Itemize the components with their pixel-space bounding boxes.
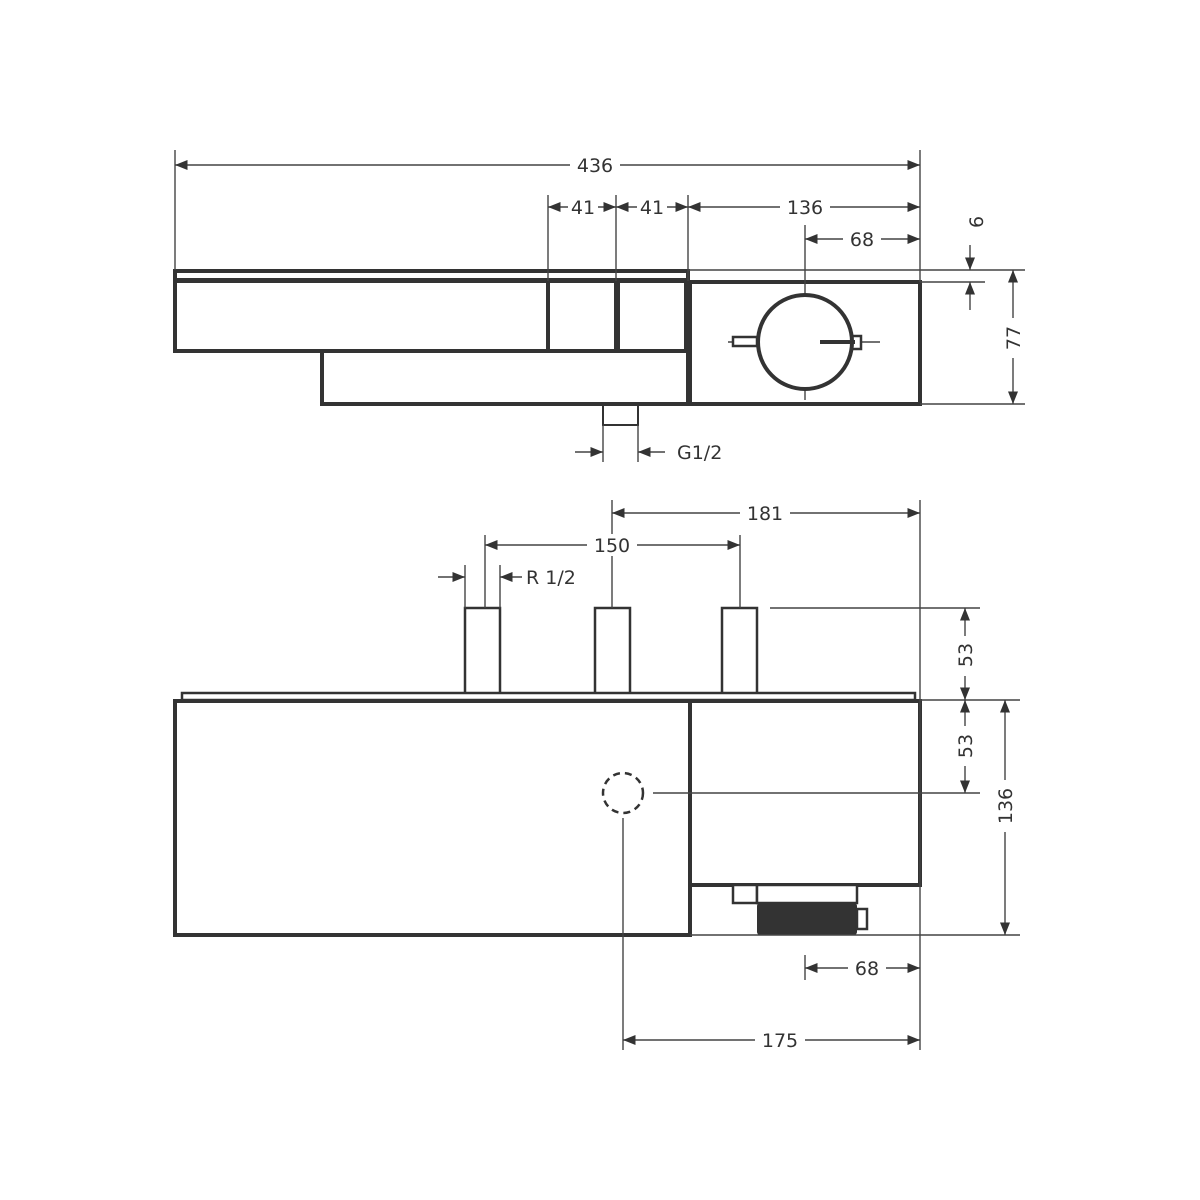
dim-circle-offset: 175 [762, 1030, 798, 1052]
dim-module-1: 41 [571, 197, 595, 219]
inlet-pipes [463, 606, 759, 696]
dim-thermostat-width: 136 [787, 197, 823, 219]
shelf-body [173, 279, 550, 353]
module-1 [546, 279, 618, 353]
dim-cover-thickness: 6 [966, 216, 988, 228]
dim-depth: 136 [995, 788, 1017, 824]
top-strip [180, 691, 917, 702]
dim-overall-width: 436 [577, 155, 613, 177]
temperature-knob [731, 883, 869, 935]
thermostat-handle [728, 225, 880, 400]
dim-handle-offset: 68 [850, 229, 874, 251]
dim-height: 77 [1003, 326, 1025, 350]
dim-outlet-offset: 181 [747, 503, 783, 525]
dim-center-height: 53 [955, 734, 977, 758]
module-2 [616, 279, 688, 353]
dim-module-2: 41 [640, 197, 664, 219]
front-view: 181 150 R 1/2 53 53 136 68 175 [173, 500, 1020, 1052]
top-view: 436 41 41 136 68 6 77 G1/2 [173, 150, 1026, 464]
dim-pipe-spacing: 150 [594, 535, 630, 557]
shelf-front [173, 699, 692, 937]
dim-knob-offset: 68 [855, 958, 879, 980]
dim-pipe-thread: R 1/2 [526, 567, 576, 589]
outlet-fitting [602, 404, 639, 426]
dim-outlet-thread: G1/2 [677, 442, 722, 464]
dim-pipe-length: 53 [955, 643, 977, 667]
hidden-outlet-circle [601, 771, 645, 815]
glass-shelf-top [173, 269, 690, 282]
lower-body [320, 349, 690, 406]
